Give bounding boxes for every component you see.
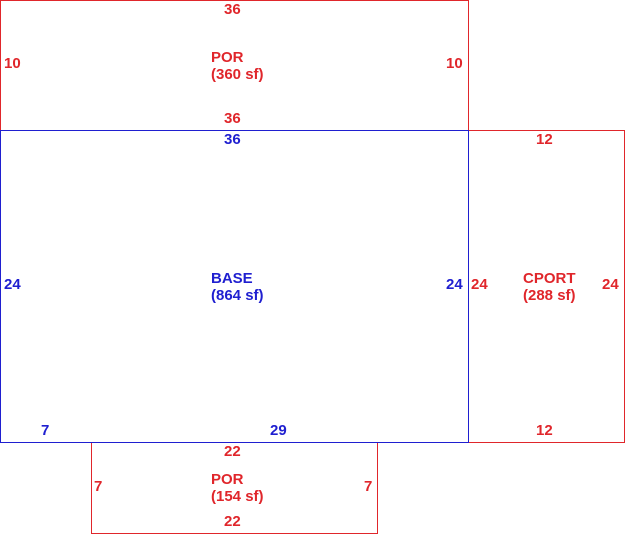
porch-top-dim-left: 10 (4, 55, 21, 72)
base-dim-bottom: 29 (270, 422, 287, 439)
base-outline (0, 130, 469, 443)
base-label: BASE (864 sf) (211, 270, 281, 304)
carport-dim-right: 24 (602, 276, 619, 293)
carport-dim-bottom: 12 (536, 422, 553, 439)
porch-top-label: POR (360 sf) (211, 49, 281, 83)
porch-top-name: POR (211, 49, 244, 66)
carport-dim-left: 24 (471, 276, 488, 293)
base-dim-top: 36 (224, 131, 241, 148)
base-dim-left: 24 (4, 276, 21, 293)
porch-bottom-name: POR (211, 471, 244, 488)
carport-area: (288 sf) (523, 287, 576, 304)
porch-bottom-dim-right: 7 (364, 478, 373, 495)
porch-bottom-label: POR (154 sf) (211, 471, 281, 505)
carport-name: CPORT (523, 270, 576, 287)
porch-top-area: (360 sf) (211, 66, 264, 83)
porch-top-dim-bottom: 36 (224, 110, 241, 127)
porch-bottom-dim-left: 7 (94, 478, 103, 495)
carport-dim-top: 12 (536, 131, 553, 148)
base-dim-right: 24 (446, 276, 463, 293)
porch-bottom-dim-top: 22 (224, 443, 241, 460)
base-name: BASE (211, 270, 253, 287)
carport-label: CPORT (288 sf) (523, 270, 593, 304)
porch-top-dim-top: 36 (224, 1, 241, 18)
base-dim-bottom-left: 7 (41, 422, 50, 439)
porch-top-dim-right: 10 (446, 55, 463, 72)
base-area: (864 sf) (211, 287, 264, 304)
porch-bottom-area: (154 sf) (211, 488, 264, 505)
porch-bottom-dim-bottom: 22 (224, 513, 241, 530)
